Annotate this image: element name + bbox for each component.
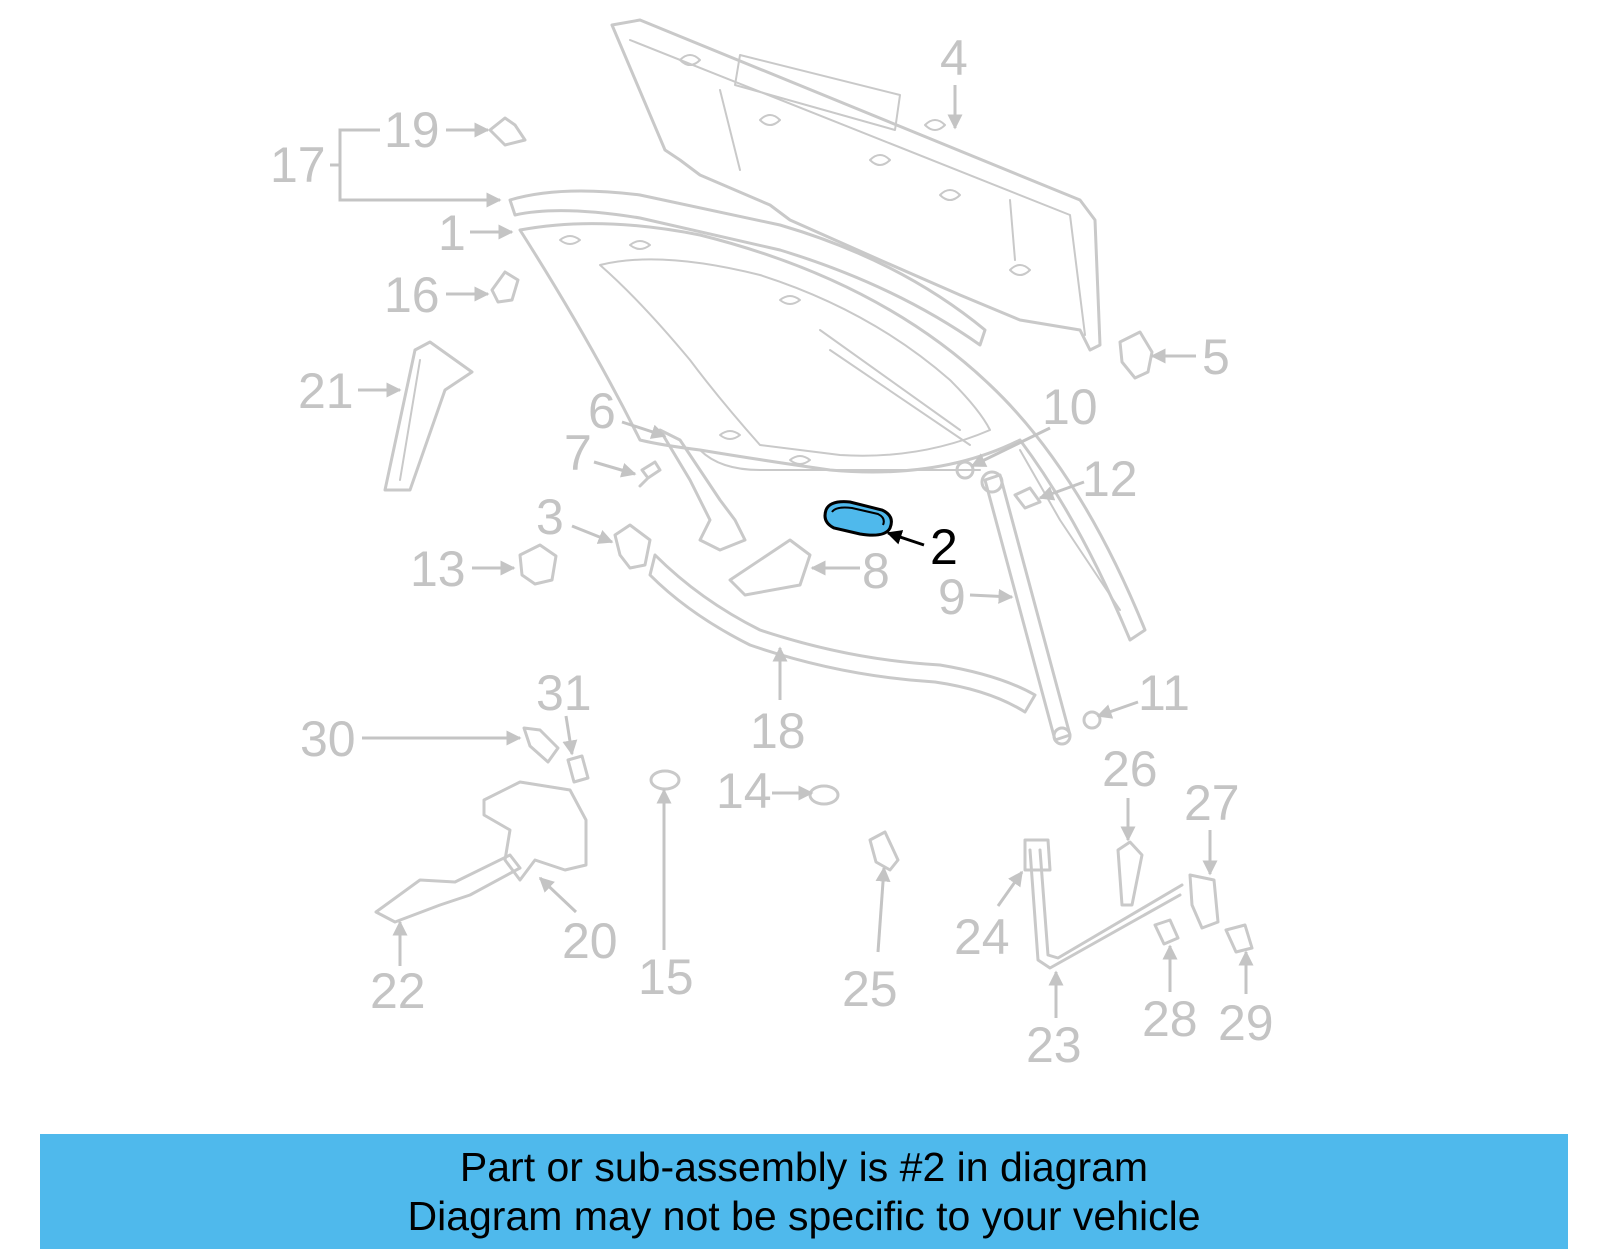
callout-15: 15 [638, 949, 694, 1005]
callout-20: 20 [562, 913, 618, 969]
part-2-pad [823, 500, 893, 537]
part-21-seal [383, 340, 474, 492]
part-4-insulator [610, 18, 1102, 352]
leader-lines [330, 85, 1254, 1018]
part-25-clip [868, 830, 900, 872]
callout-4: 4 [940, 30, 968, 86]
part-30-clip [522, 726, 560, 764]
part-10-ballstud [955, 460, 975, 480]
callout-21: 21 [298, 363, 354, 419]
part-19-clip [488, 116, 527, 147]
callout-24: 24 [954, 909, 1010, 965]
part-26-lever [1116, 840, 1144, 907]
callout-8: 8 [862, 543, 890, 599]
callout-13: 13 [410, 541, 466, 597]
part-5-clip [1118, 330, 1154, 380]
part-18-seal [648, 553, 1037, 714]
callout-5: 5 [1202, 329, 1230, 385]
callout-labels: 4 19 17 1 16 5 21 6 10 7 12 3 2 13 8 9 3… [270, 30, 1274, 1073]
callout-22: 22 [370, 963, 426, 1019]
part-22-handle [374, 853, 522, 924]
callout-9: 9 [938, 569, 966, 625]
callout-30: 30 [300, 711, 356, 767]
callout-29: 29 [1218, 995, 1274, 1051]
part-29-clip [1224, 923, 1254, 954]
part-3-bracket [613, 523, 652, 570]
callout-18: 18 [750, 703, 806, 759]
part-12-bolt [1013, 486, 1042, 510]
callout-25: 25 [842, 961, 898, 1017]
callout-2: 2 [930, 519, 958, 575]
part-16-bumper [490, 270, 520, 304]
part-1-hood [508, 189, 1147, 642]
part-6-hinge [658, 428, 747, 552]
part-11-ballstud [1082, 710, 1102, 730]
callout-28: 28 [1142, 991, 1198, 1047]
banner-line-1: Part or sub-assembly is #2 in diagram [459, 1143, 1149, 1190]
part-20-latch [482, 780, 588, 882]
part-27-bracket [1188, 873, 1220, 930]
info-banner: Part or sub-assembly is #2 in diagram Di… [40, 1134, 1568, 1249]
part-7-bolt [638, 460, 662, 488]
part-24-pivot [1023, 838, 1052, 872]
callout-11: 11 [1138, 665, 1190, 721]
part-13-bumper [518, 543, 558, 586]
part-28-bolt [1153, 918, 1180, 946]
callout-1: 1 [438, 205, 466, 261]
part-9-strut [980, 470, 1072, 746]
callout-10: 10 [1042, 379, 1098, 435]
callout-26: 26 [1102, 741, 1158, 797]
callout-17: 17 [270, 137, 326, 193]
callout-27: 27 [1184, 775, 1240, 831]
callout-14: 14 [716, 763, 772, 819]
callout-19: 19 [384, 102, 440, 158]
callout-31: 31 [536, 665, 592, 721]
callout-23: 23 [1026, 1017, 1082, 1073]
callout-6: 6 [588, 383, 616, 439]
part-8-bracket [728, 538, 812, 597]
callout-12: 12 [1082, 451, 1138, 507]
part-31-clip [566, 754, 590, 784]
banner-line-2: Diagram may not be specific to your vehi… [407, 1192, 1201, 1239]
part-14-bumper [808, 784, 840, 806]
part-23-rod [1028, 848, 1184, 970]
callout-16: 16 [384, 267, 440, 323]
callout-7: 7 [564, 425, 592, 481]
part-15-plug [649, 769, 681, 791]
callout-3: 3 [536, 489, 564, 545]
